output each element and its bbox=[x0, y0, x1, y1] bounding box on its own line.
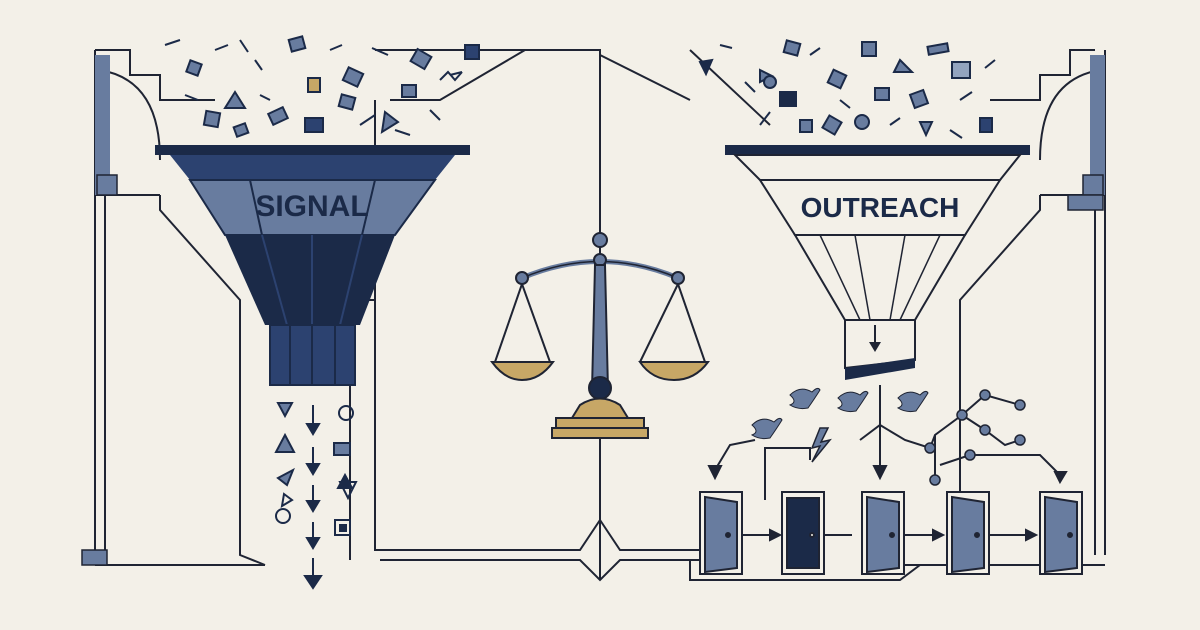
door-icon bbox=[861, 491, 905, 575]
bird-icon bbox=[750, 387, 929, 440]
right-confetti bbox=[698, 39, 996, 139]
signal-drip-arrows bbox=[303, 405, 323, 590]
signal-label: SIGNAL bbox=[255, 190, 368, 223]
outreach-network bbox=[707, 385, 1068, 500]
signal-funnel: SIGNAL bbox=[155, 145, 470, 386]
door-arrows bbox=[742, 528, 1039, 542]
door-icon bbox=[781, 491, 825, 575]
left-confetti bbox=[164, 35, 480, 139]
outreach-funnel: OUTREACH bbox=[725, 145, 1030, 380]
door-icon bbox=[1039, 491, 1083, 575]
outreach-label: OUTREACH bbox=[801, 192, 960, 223]
right-pillar bbox=[1067, 55, 1105, 211]
speech-bubble-icon bbox=[333, 442, 351, 456]
door-row bbox=[699, 491, 1083, 575]
balance-scale-icon bbox=[490, 232, 710, 439]
left-pillar bbox=[81, 55, 118, 566]
door-icon bbox=[699, 491, 743, 575]
lightning-icon bbox=[810, 427, 832, 463]
signal-drip-shapes bbox=[274, 402, 358, 536]
network-node-icon bbox=[924, 389, 1026, 486]
door-icon bbox=[946, 491, 990, 575]
